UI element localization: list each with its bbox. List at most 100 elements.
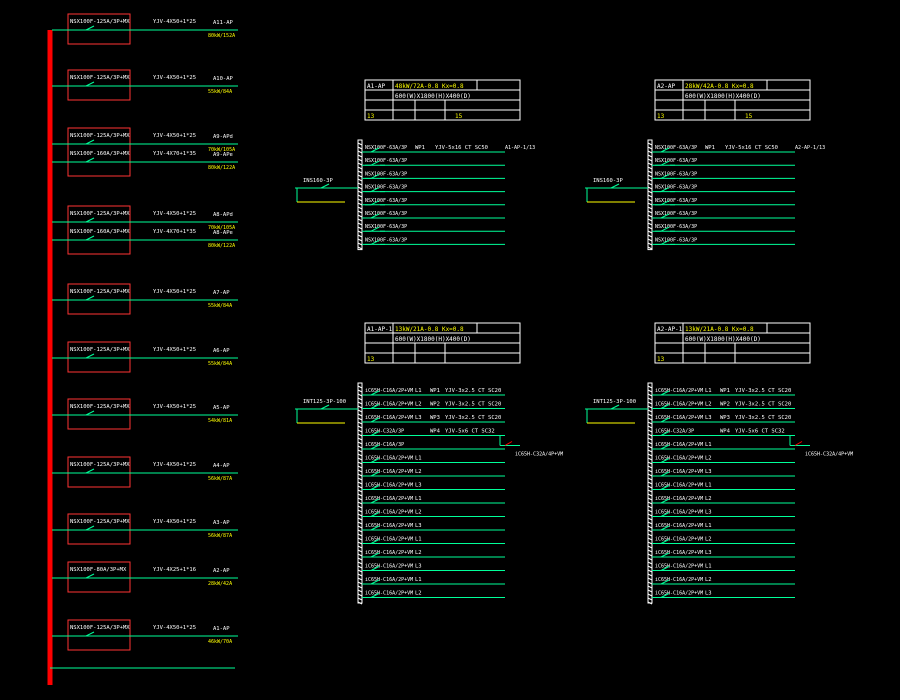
panel-3-rating: 13kW/21A-0.8 Kx=0.8 [685, 326, 754, 333]
panel-3-busbar-hatch [647, 473, 653, 477]
panel-3-row-2-code: WP3 [720, 415, 730, 421]
panel-3-busbar-hatch [647, 477, 653, 481]
panel-3-row-9-switch-blade [660, 512, 670, 517]
panel-0-busbar-hatch [357, 206, 363, 210]
panel-2-row-9-phase: L2 [415, 510, 422, 516]
panel-0-busbar-hatch [357, 234, 363, 238]
panel-3-busbar-hatch [647, 557, 653, 561]
feeder-load-9: 56kW/87A [208, 476, 232, 482]
panel-2-row-10-phase: L3 [415, 523, 422, 529]
panel-2-busbar-hatch [357, 533, 363, 537]
panel-2-row-5-phase: L1 [415, 456, 422, 462]
panel-1-row-0-switch-blade [660, 147, 670, 153]
panel-2-row-1-breaker: iC65H-C16A/2P+VM [365, 402, 413, 408]
panel-2-busbar-hatch [357, 497, 363, 501]
feeder-box-3 [67, 205, 131, 255]
panel-2-busbar-hatch [357, 417, 363, 421]
panel-3-busbar-hatch [647, 553, 653, 557]
panel-3-row-7-phase: L1 [705, 483, 712, 489]
panel-0-main-switch-blade [320, 183, 330, 189]
panel-3-busbar-hatch [647, 541, 653, 545]
feeder-load-11: 28kW/42A [208, 581, 232, 587]
feeder-name-10: A3-AP [213, 520, 230, 526]
panel-2-busbar-hatch [357, 589, 363, 593]
panel-3-row-13-switch-blade [660, 566, 670, 571]
panel-3-busbar-hatch [647, 529, 653, 533]
panel-2-busbar-hatch [357, 517, 363, 521]
panel-3-row-0-cable: YJV-3x2.5 CT SC20 [735, 388, 791, 394]
panel-3-busbar-hatch [647, 521, 653, 525]
feeder-box-0 [67, 13, 131, 45]
feeder-load-0: 80kW/152A [208, 33, 235, 39]
panel-2-busbar-hatch [357, 433, 363, 437]
feeder-load-8: 54kW/81A [208, 418, 232, 424]
panel-0-busbar-hatch [357, 198, 363, 202]
panel-0-row-3-switch-blade [370, 187, 380, 193]
panel-3-row-15-switch-blade [660, 593, 670, 598]
panel-2-row-0-breaker: iC65H-C16A/2P+VM [365, 388, 413, 394]
panel-3-busbar-hatch [647, 385, 653, 389]
panel-3-busbar-hatch [647, 425, 653, 429]
panel-2-busbar-hatch [357, 525, 363, 529]
feeder-switch-0-blade [85, 25, 95, 31]
panel-0-busbar [357, 139, 363, 251]
panel-1-busbar-hatch [647, 174, 653, 178]
feeder-breaker-7: NSX100F-125A/3P+MX [70, 347, 130, 353]
panel-3-busbar-hatch [647, 421, 653, 425]
panel-2-row-10-switch-blade [370, 525, 380, 531]
feeder-box-7 [67, 456, 131, 488]
feeder-box-2 [67, 127, 131, 177]
panel-3-row-3-code: WP4 [720, 429, 731, 435]
panel-0-busbar-hatch [357, 238, 363, 242]
feeder-box-4 [67, 283, 131, 315]
panel-2-row-8-phase: L1 [415, 496, 422, 502]
panel-3-row-1-switch-blade [660, 404, 670, 409]
panel-0-busbar-hatch [357, 210, 363, 214]
panel-2-row-0-switch-blade [370, 390, 380, 396]
feeder-box-10 [67, 619, 131, 651]
panel-1-busbar-hatch [647, 202, 653, 206]
panel-3-busbar-hatch [647, 569, 653, 573]
panel-2-busbar-hatch [357, 461, 363, 465]
panel-2-row-4-switch-blade [370, 444, 380, 450]
panel-2-busbar-hatch [357, 405, 363, 409]
panel-3-busbar-hatch [647, 485, 653, 489]
panel-3-row-6-switch-blade [660, 471, 670, 477]
panel-3-row-8-breaker: iC65H-C16A/2P+VM [655, 496, 703, 502]
feeder-cable-2: YJV-4X50+1*25 [153, 133, 196, 139]
panel-1-row-5-switch-blade [660, 213, 670, 219]
panel-0-size: 600(W)X1800(H)X400(D) [395, 93, 471, 100]
feeder-load-6: 55kW/84A [208, 303, 232, 309]
panel-3-busbar-hatch [647, 481, 653, 485]
feeder-breaker-11: NSX100F-80A/3P+MX [70, 567, 127, 573]
panel-0-row-5-switch-blade [370, 213, 380, 219]
panel-2-busbar-hatch [357, 425, 363, 429]
panel-2-busbar-hatch [357, 537, 363, 541]
panel-1-busbar-hatch [647, 194, 653, 198]
feeder-name-11: A2-AP [213, 568, 230, 574]
panel-3-busbar-hatch [647, 437, 653, 441]
panel-0-busbar-hatch [357, 186, 363, 190]
panel-3-busbar-hatch [647, 401, 653, 405]
panel-1-busbar-hatch [647, 218, 653, 222]
panel-3-row-2-switch-blade [660, 417, 670, 423]
panel-2-busbar-hatch [357, 385, 363, 389]
panel-3-row-7-breaker: iC65H-C16A/2P+VM [655, 483, 703, 489]
panel-2-row-6-breaker: iC65H-C16A/2P+VM [365, 469, 413, 475]
feeder-cable-12: YJV-4X50+1*25 [153, 625, 196, 631]
panel-1-row-0-dest: A2-AP-1/13 [795, 145, 825, 151]
feeder-switch-7-blade [85, 353, 95, 359]
panel-1-row-2-breaker: NSX100F-63A/3P [655, 171, 697, 177]
panel-2-busbar-hatch [357, 541, 363, 545]
panel-0-row-0-switch-blade [370, 147, 380, 153]
panel-3-row-13-breaker: iC65H-C16A/2P+VM [655, 564, 703, 570]
panel-3-row-14-breaker: iC65H-C16A/2P+VM [655, 577, 703, 583]
feeder-box-1 [67, 69, 131, 101]
panel-2-qty: 13 [367, 356, 375, 363]
panel-3-row-2-phase: L3 [705, 415, 712, 421]
panel-1-busbar-hatch [647, 246, 653, 250]
panel-3-busbar-hatch [647, 469, 653, 473]
panel-3-row-10-switch-blade [660, 525, 670, 531]
panel-2-busbar-hatch [357, 505, 363, 509]
feeder-cable-4: YJV-4X50+1*25 [153, 211, 196, 217]
